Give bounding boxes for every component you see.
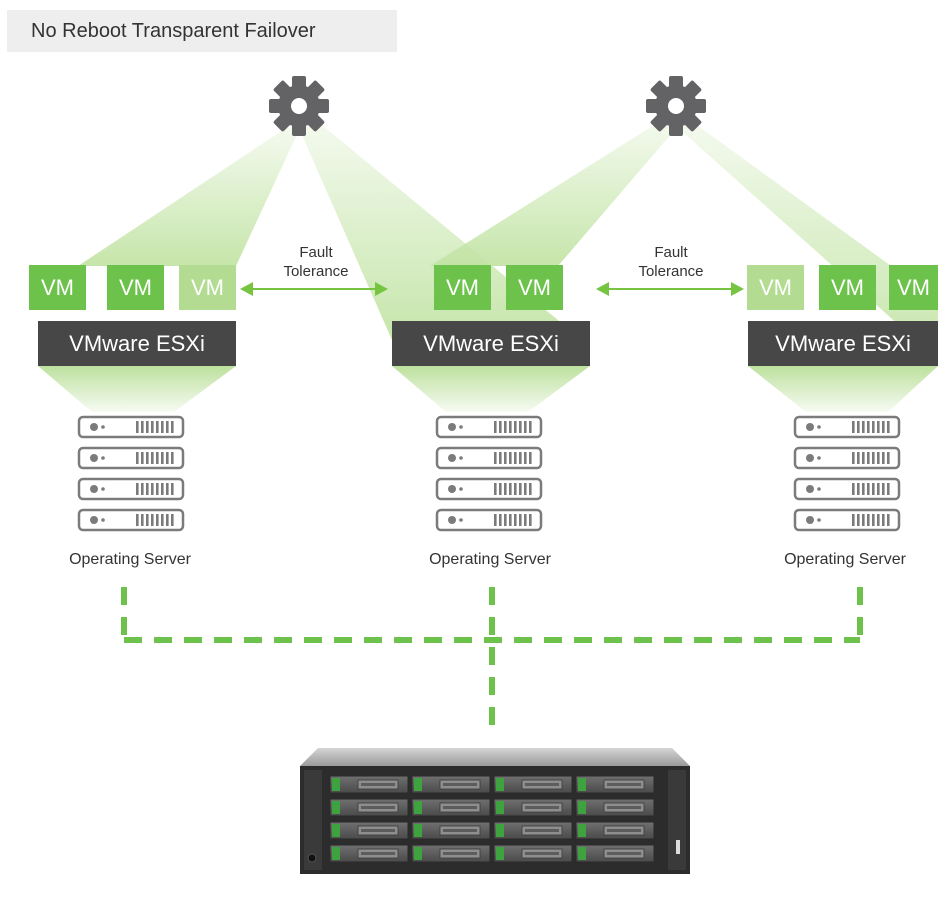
esxi-host-1: VMware ESXi <box>38 321 236 366</box>
server-rack-icon <box>437 417 541 530</box>
fault-tolerance-line2: Tolerance <box>283 263 349 280</box>
operating-server-label-2: Operating Server <box>429 551 551 568</box>
storage-array-icon <box>300 748 690 874</box>
storage-link <box>121 587 863 730</box>
vm-box-host2-2: VM <box>506 265 563 310</box>
fault-tolerance-arrow-2 <box>596 282 744 296</box>
vm-box-host1-2: VM <box>107 265 164 310</box>
beam-gear2-left <box>430 120 678 266</box>
operating-server-label-1: Operating Server <box>69 551 191 568</box>
fault-tolerance-line1: Fault <box>299 244 333 261</box>
beam-esxi-server-1 <box>38 366 236 412</box>
beam-gear1-left <box>78 128 300 266</box>
vm-box-host3-2: VM <box>819 265 876 310</box>
fault-tolerance-line2: Tolerance <box>638 263 704 280</box>
vm-box-host3-3: VM <box>889 265 938 310</box>
server-rack-icon <box>79 417 183 530</box>
vm-box-host2-1: VM <box>434 265 491 310</box>
beam-esxi-server-3 <box>748 366 938 412</box>
server-rack-icon <box>795 417 899 530</box>
fault-tolerance-arrow-1 <box>240 282 388 296</box>
vm-box-host1-1: VM <box>29 265 86 310</box>
fault-tolerance-label-2: Fault Tolerance <box>611 243 731 281</box>
vm-box-host1-standby: VM <box>179 265 236 310</box>
fault-tolerance-label-1: Fault Tolerance <box>256 243 376 281</box>
esxi-host-2: VMware ESXi <box>392 321 590 366</box>
vm-box-host3-standby: VM <box>747 265 804 310</box>
operating-server-label-3: Operating Server <box>784 551 906 568</box>
fault-tolerance-line1: Fault <box>654 244 688 261</box>
esxi-host-3: VMware ESXi <box>748 321 938 366</box>
beam-esxi-server-2 <box>392 366 590 412</box>
diagram-title: No Reboot Transparent Failover <box>7 10 397 52</box>
